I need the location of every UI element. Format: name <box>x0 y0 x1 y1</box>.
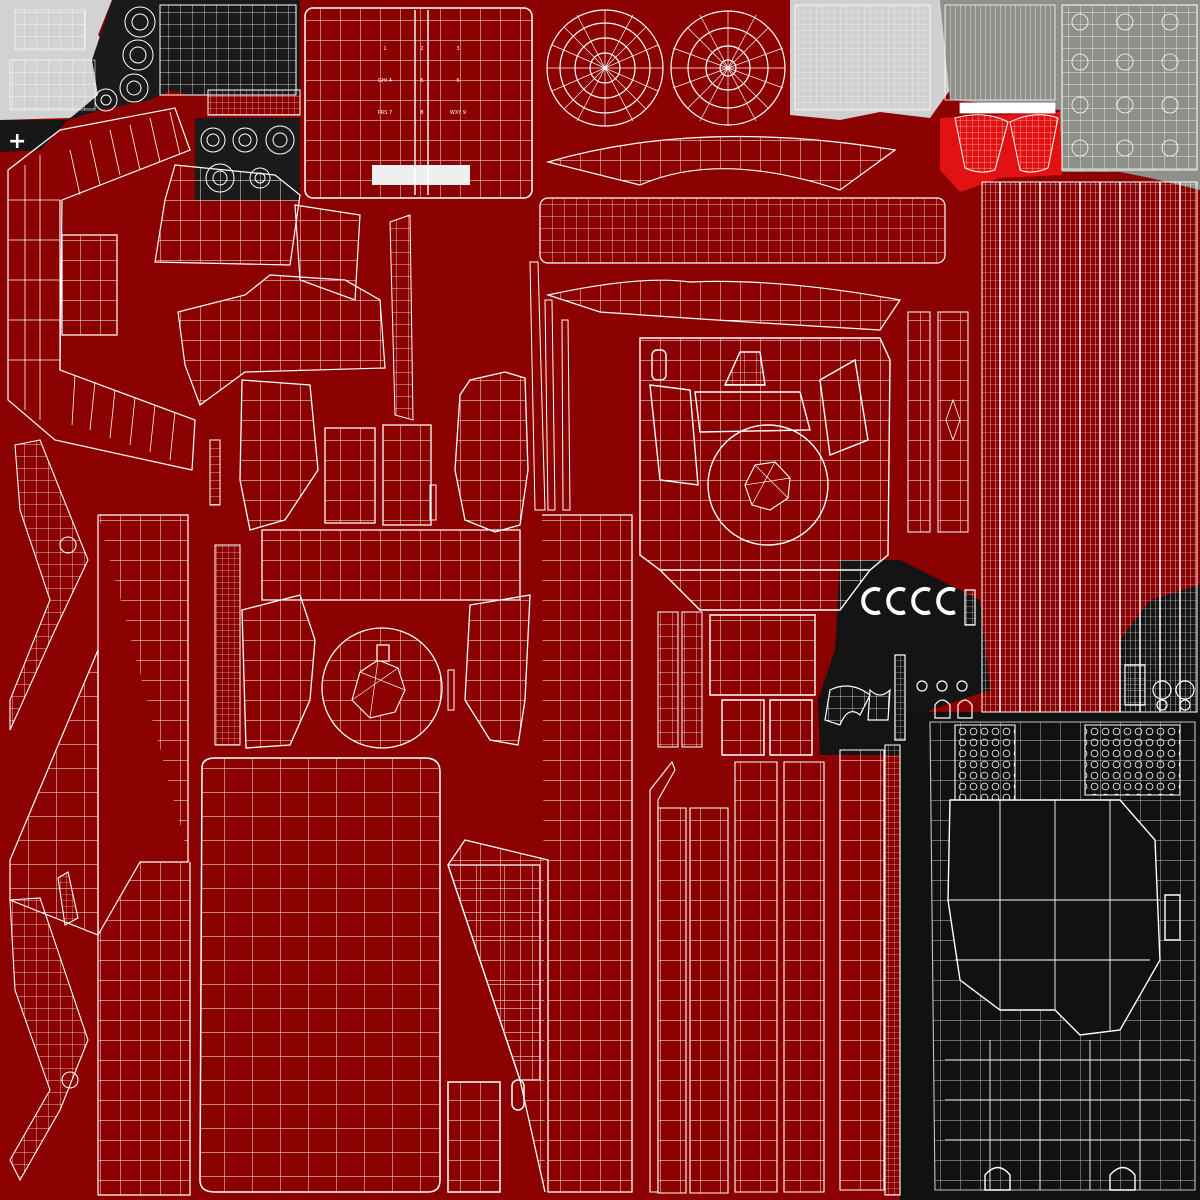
uv-island-bottom-large <box>200 758 524 1192</box>
uv-island-wheels <box>547 10 785 126</box>
uv-island-bottom-strips <box>650 745 900 1195</box>
uv-island-handles <box>155 165 385 405</box>
uv-island-left-curve <box>8 108 195 470</box>
keypad-display-bar <box>372 165 470 185</box>
wheel-right <box>671 11 785 125</box>
uv-island-mid-strips <box>658 312 968 747</box>
top-left-widgets <box>10 5 300 192</box>
wheel-left <box>547 10 663 126</box>
key-label: 5 <box>420 78 423 84</box>
keypad-panel: 1 2 3 GHI 4 5 6 PRS 7 8 WXY 9 <box>305 8 532 198</box>
c-shapes <box>863 589 955 613</box>
uv-island-tall-strips <box>982 182 1197 712</box>
uv-island-left-panel <box>10 515 190 1195</box>
uv-island-bumpers <box>540 137 945 330</box>
key-label: 8 <box>420 110 423 116</box>
key-label: WXY 9 <box>450 110 466 116</box>
key-label: GHI 4 <box>378 78 392 84</box>
key-label: 2 <box>420 46 423 52</box>
key-label: PRS 7 <box>378 110 392 116</box>
uv-island-device-body <box>640 338 890 755</box>
key-label: 6 <box>456 78 459 84</box>
keypad-labels: 1 2 3 GHI 4 5 6 PRS 7 8 WXY 9 <box>378 46 466 116</box>
key-label: 3 <box>456 46 459 52</box>
top-center-parts <box>795 5 1197 172</box>
corner-plus-mark: + <box>8 129 26 154</box>
key-label: 1 <box>383 46 386 52</box>
red-accent-shields <box>955 115 1058 172</box>
uv-island-thin-strips <box>210 215 570 745</box>
mesh-grid-block <box>160 5 296 95</box>
uv-island-dark-body <box>930 722 1195 1190</box>
uv-island-center-tall <box>448 515 632 1192</box>
dark-panel-small-parts <box>825 589 1194 740</box>
uv-island-body-center <box>240 372 530 748</box>
